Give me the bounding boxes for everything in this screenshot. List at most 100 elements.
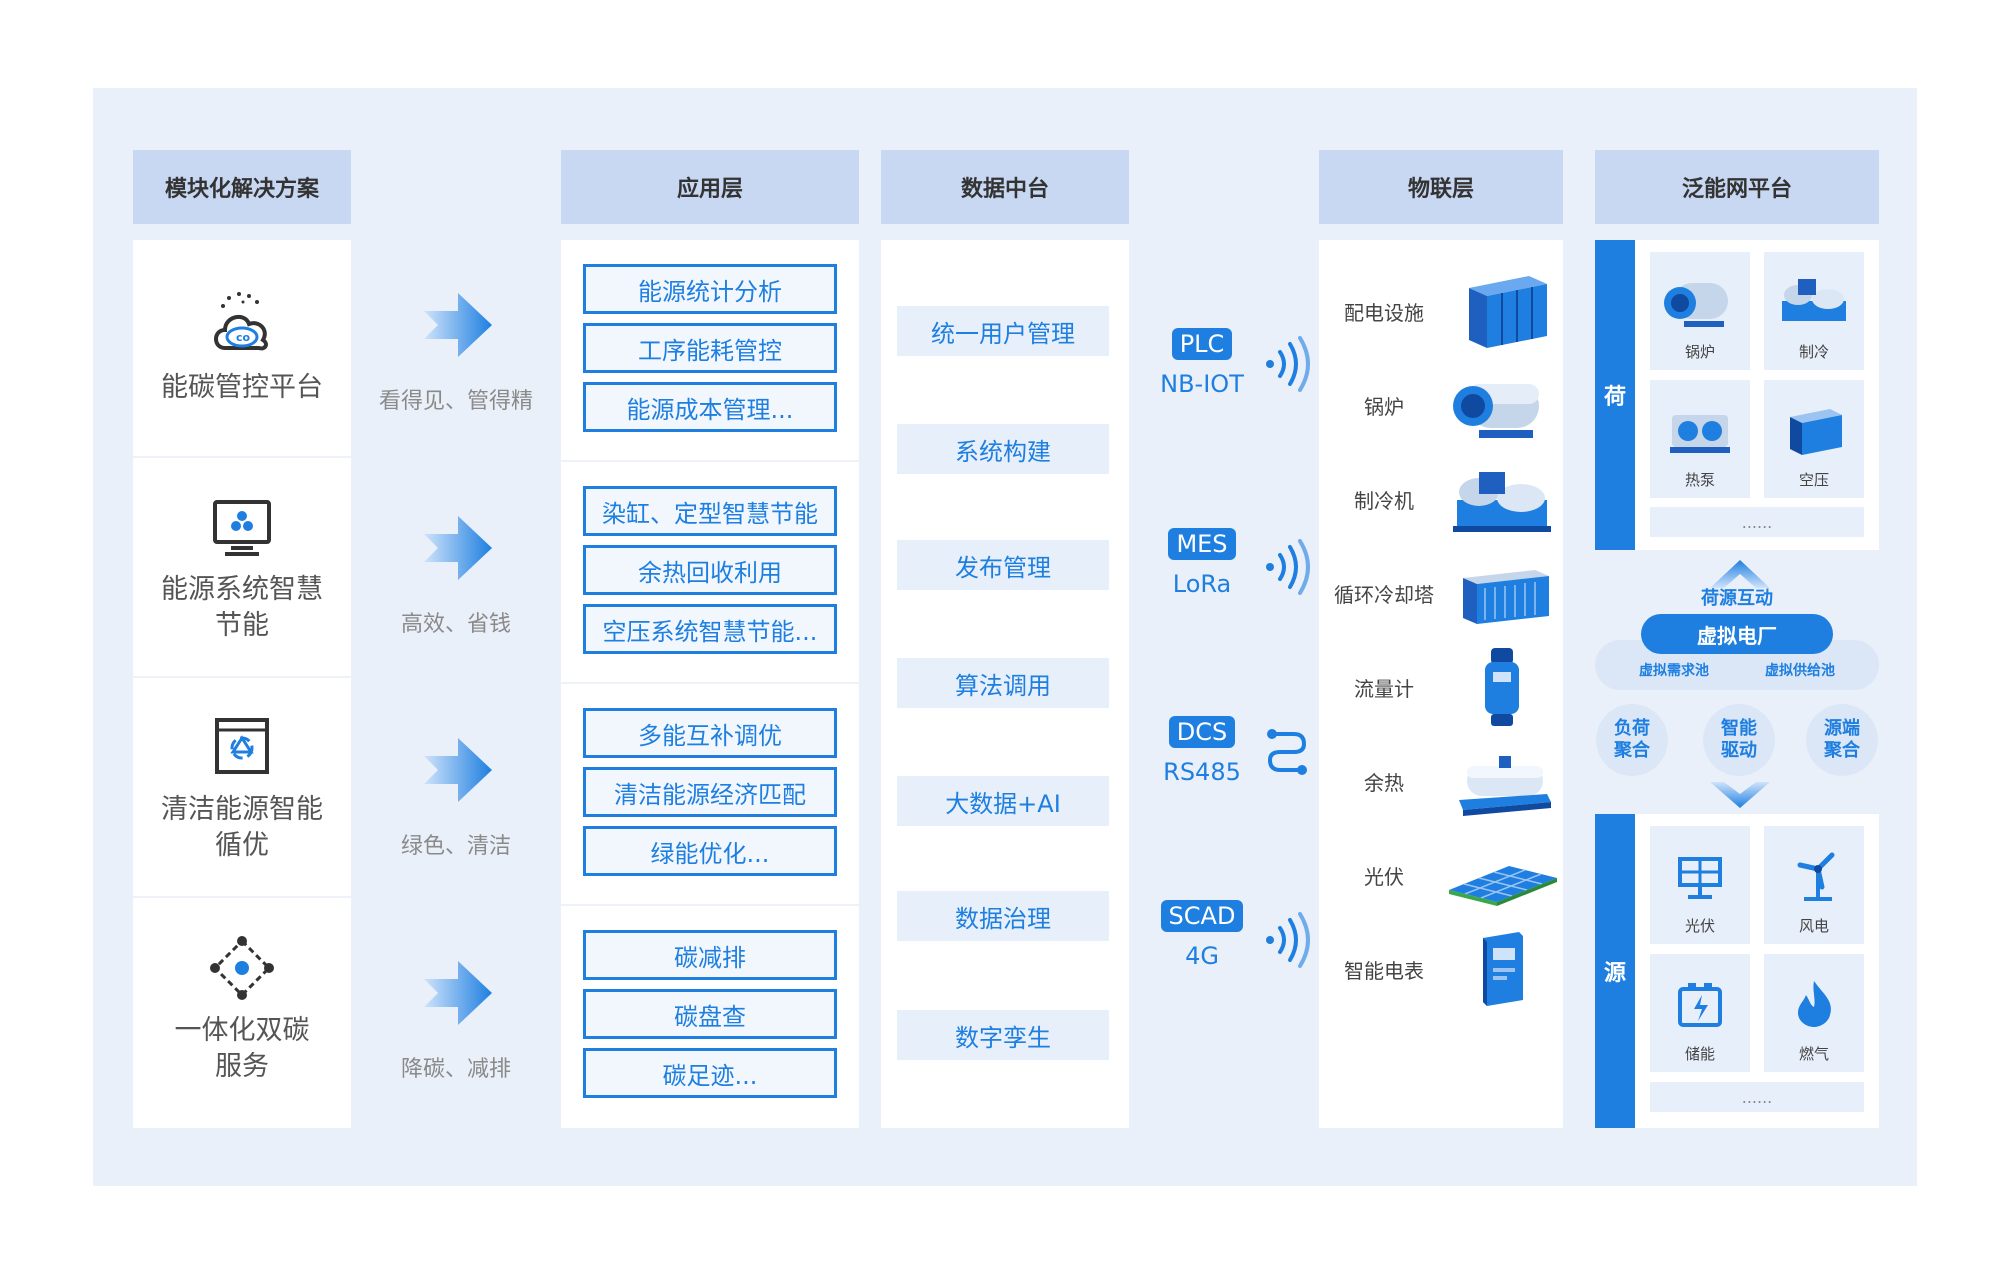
iot-device-label: 循环冷却塔: [1334, 582, 1434, 607]
app-item[interactable]: 碳足迹...: [583, 1048, 837, 1098]
solution-clean-energy[interactable]: 清洁能源智能 循优: [133, 680, 351, 898]
source-tile-wind[interactable]: 风电: [1764, 826, 1864, 944]
protocol-badge: MES: [1168, 528, 1236, 560]
source-aggregation-circle[interactable]: 源端 聚合: [1806, 704, 1878, 776]
load-tile-heat-pump[interactable]: 热泵: [1650, 380, 1750, 498]
data-platform-item[interactable]: 发布管理: [897, 540, 1109, 590]
app-item[interactable]: 绿能优化...: [583, 826, 837, 876]
source-tile-storage[interactable]: 储能: [1650, 954, 1750, 1072]
cooling-tower-icon: [1463, 570, 1549, 624]
data-platform-item[interactable]: 算法调用: [897, 658, 1109, 708]
battery-storage-icon: [1678, 983, 1722, 1027]
app-item[interactable]: 染缸、定型智慧节能: [583, 486, 837, 536]
iot-device-label: 制冷机: [1354, 488, 1414, 513]
source-tile-pv[interactable]: 光伏: [1650, 826, 1750, 944]
iot-layer-column: 配电设施 锅炉 制冷机 循环冷却塔: [1319, 240, 1563, 1128]
benefit-arrow: 降碳、减排: [371, 953, 541, 1083]
solar-panel-icon: [1449, 866, 1557, 906]
protocol-sub: RS485: [1163, 758, 1241, 786]
header-data-platform: 数据中台: [881, 150, 1129, 224]
tile-label: 风电: [1798, 917, 1829, 935]
app-item[interactable]: 余热回收利用: [583, 545, 837, 595]
app-group: 染缸、定型智慧节能 余热回收利用 空压系统智慧节能...: [561, 462, 859, 684]
protocol-sub: 4G: [1185, 942, 1219, 970]
boiler-icon: [1453, 384, 1539, 438]
iot-device-label: 余热: [1364, 770, 1404, 795]
arrow-right-icon: [424, 293, 492, 357]
wired-connection-icon: [1267, 729, 1307, 775]
app-group: 多能互补调优 清洁能源经济匹配 绿能优化...: [561, 684, 859, 906]
benefit-arrow: 高效、省钱: [371, 508, 541, 638]
solutions-column: co 能碳管控平台 能源系统智慧 节能 清洁能源智能 循优 一体化双碳 服务: [133, 240, 351, 1128]
tile-label: 制冷: [1798, 343, 1829, 361]
solution-dual-carbon[interactable]: 一体化双碳 服务: [133, 900, 351, 1118]
demand-pool-label: 虚拟需求池: [1639, 663, 1709, 679]
svg-text:co: co: [236, 331, 251, 344]
app-item[interactable]: 清洁能源经济匹配: [583, 767, 837, 817]
protocol-sub: NB-IOT: [1160, 370, 1244, 398]
solution-label: 清洁能源智能 循优: [161, 794, 323, 861]
protocol-mes: MES LoRa: [1122, 528, 1282, 598]
data-platform-item[interactable]: 数字孪生: [897, 1010, 1109, 1060]
iot-device-label: 智能电表: [1344, 958, 1424, 983]
boiler-icon: [1664, 283, 1728, 327]
iot-device[interactable]: 制冷机: [1319, 454, 1563, 544]
protocol-dcs: DCS RS485: [1122, 716, 1282, 786]
arrow-right-icon: [424, 961, 492, 1025]
solution-carbon-platform[interactable]: co 能碳管控平台: [133, 240, 351, 458]
solar-panel-icon: [1678, 857, 1722, 899]
data-platform-item[interactable]: 大数据+AI: [897, 776, 1109, 826]
benefit-arrow: 绿色、清洁: [371, 730, 541, 860]
vpp-button[interactable]: 虚拟电厂: [1641, 614, 1833, 654]
flowmeter-icon: [1485, 648, 1519, 726]
load-tile-boiler[interactable]: 锅炉: [1650, 252, 1750, 370]
solution-energy-saving[interactable]: 能源系统智慧 节能: [133, 460, 351, 678]
protocol-plc: PLC NB-IOT: [1122, 328, 1282, 398]
iot-device[interactable]: 配电设施: [1319, 266, 1563, 356]
app-item[interactable]: 碳盘查: [583, 989, 837, 1039]
protocol-sub: LoRa: [1172, 570, 1232, 598]
switchgear-icon: [1469, 276, 1547, 348]
source-more: ......: [1650, 1082, 1864, 1112]
data-platform-item[interactable]: 统一用户管理: [897, 306, 1109, 356]
arrow-up-icon: [1710, 560, 1770, 588]
wireless-signal-icon: [1266, 912, 1310, 968]
load-aggregation-circle[interactable]: 负荷 聚合: [1596, 704, 1668, 776]
iot-device[interactable]: 流量计: [1319, 642, 1563, 732]
iot-device[interactable]: 余热: [1319, 736, 1563, 826]
header-solutions: 模块化解决方案: [133, 150, 351, 224]
iot-device[interactable]: 智能电表: [1319, 924, 1563, 1014]
app-item[interactable]: 能源统计分析: [583, 264, 837, 314]
header-energy-internet: 泛能网平台: [1595, 150, 1879, 224]
iot-device-label: 光伏: [1364, 864, 1404, 889]
app-item[interactable]: 能源成本管理...: [583, 382, 837, 432]
wireless-signal-icon: [1266, 539, 1310, 595]
source-tile-gas[interactable]: 燃气: [1764, 954, 1864, 1072]
data-platform-item[interactable]: 系统构建: [897, 424, 1109, 474]
load-tile-cooling[interactable]: 制冷: [1764, 252, 1864, 370]
app-item[interactable]: 空压系统智慧节能...: [583, 604, 837, 654]
app-item[interactable]: 工序能耗管控: [583, 323, 837, 373]
benefit-label: 看得见、管得精: [378, 389, 533, 414]
air-compressor-icon: [1790, 409, 1842, 455]
tile-label: 储能: [1684, 1045, 1715, 1063]
app-item[interactable]: 多能互补调优: [583, 708, 837, 758]
data-platform-item[interactable]: 数据治理: [897, 891, 1109, 941]
iot-device[interactable]: 锅炉: [1319, 360, 1563, 450]
solution-label: 一体化双碳 服务: [174, 1015, 310, 1082]
app-item[interactable]: 碳减排: [583, 930, 837, 980]
benefit-label: 绿色、清洁: [400, 834, 511, 859]
header-iot-layer: 物联层: [1319, 150, 1563, 224]
data-platform-column: 统一用户管理 系统构建 发布管理 算法调用 大数据+AI 数据治理 数字孪生: [881, 240, 1129, 1128]
iot-device[interactable]: 光伏: [1319, 830, 1563, 920]
protocol-scad: SCAD 4G: [1122, 900, 1282, 970]
iot-device[interactable]: 循环冷却塔: [1319, 548, 1563, 638]
protocol-badge: PLC: [1171, 328, 1233, 360]
solution-label: 能源系统智慧 节能: [161, 574, 323, 641]
benefit-label: 高效、省钱: [400, 612, 511, 637]
load-tile-air-compressor[interactable]: 空压: [1764, 380, 1864, 498]
protocol-badge: DCS: [1168, 716, 1236, 748]
smart-drive-circle[interactable]: 智能 驱动: [1703, 704, 1775, 776]
tile-label: 光伏: [1684, 917, 1715, 935]
header-app-layer: 应用层: [561, 150, 859, 224]
